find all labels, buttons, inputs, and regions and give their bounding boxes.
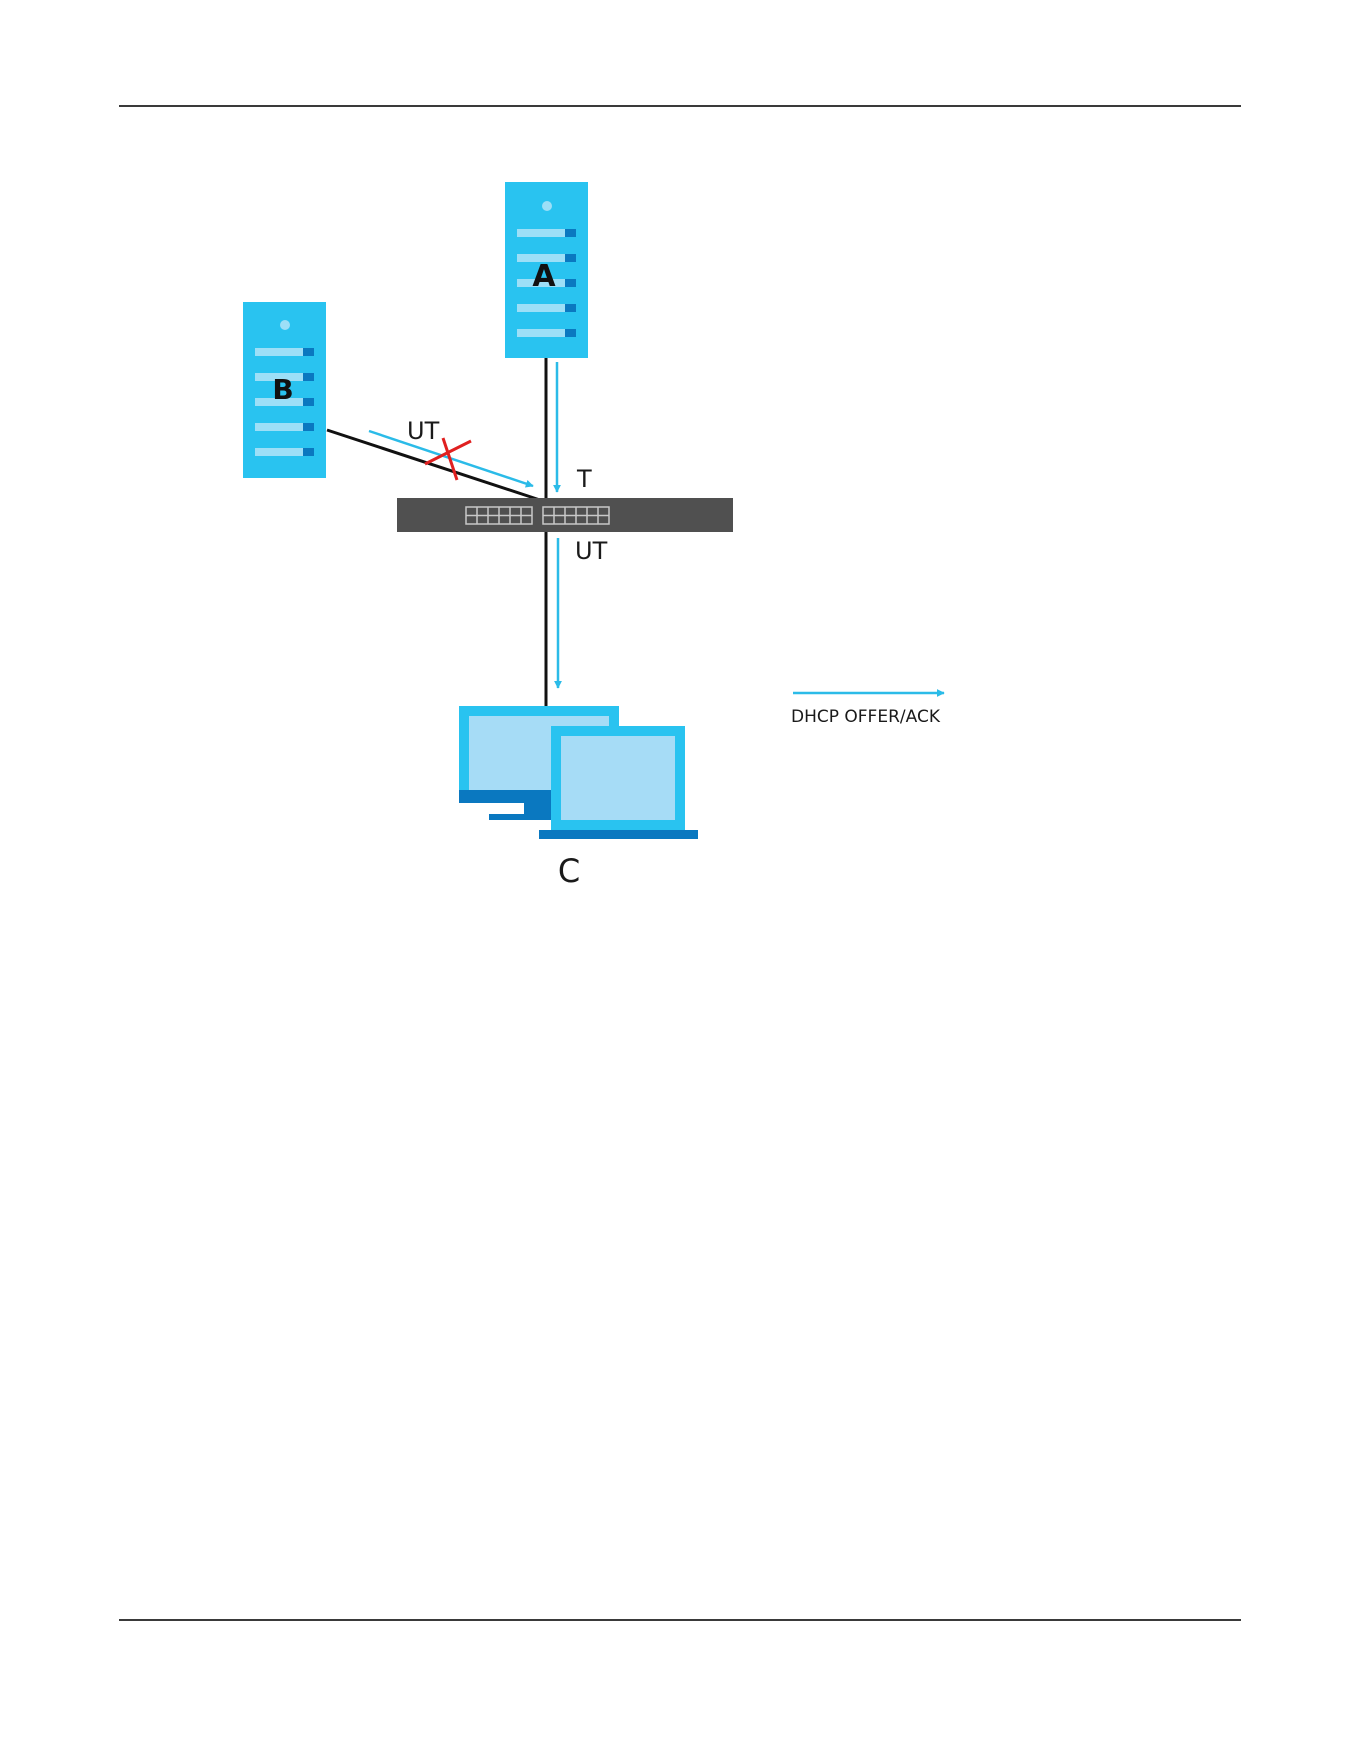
desktop-and-laptop-icon: [459, 706, 698, 839]
tag-client-link: UT: [575, 537, 608, 565]
tag-a-link: T: [576, 465, 592, 493]
client-label: C: [558, 852, 580, 890]
server-b-label: B: [272, 373, 293, 406]
server-a-label: A: [532, 259, 556, 294]
server-a: A: [505, 182, 588, 358]
legend: DHCP OFFER/ACK: [791, 693, 944, 727]
tag-b-link: UT: [407, 417, 440, 445]
network-switch-icon: [397, 498, 733, 532]
server-b: B: [243, 302, 326, 478]
legend-label: DHCP OFFER/ACK: [791, 707, 941, 727]
